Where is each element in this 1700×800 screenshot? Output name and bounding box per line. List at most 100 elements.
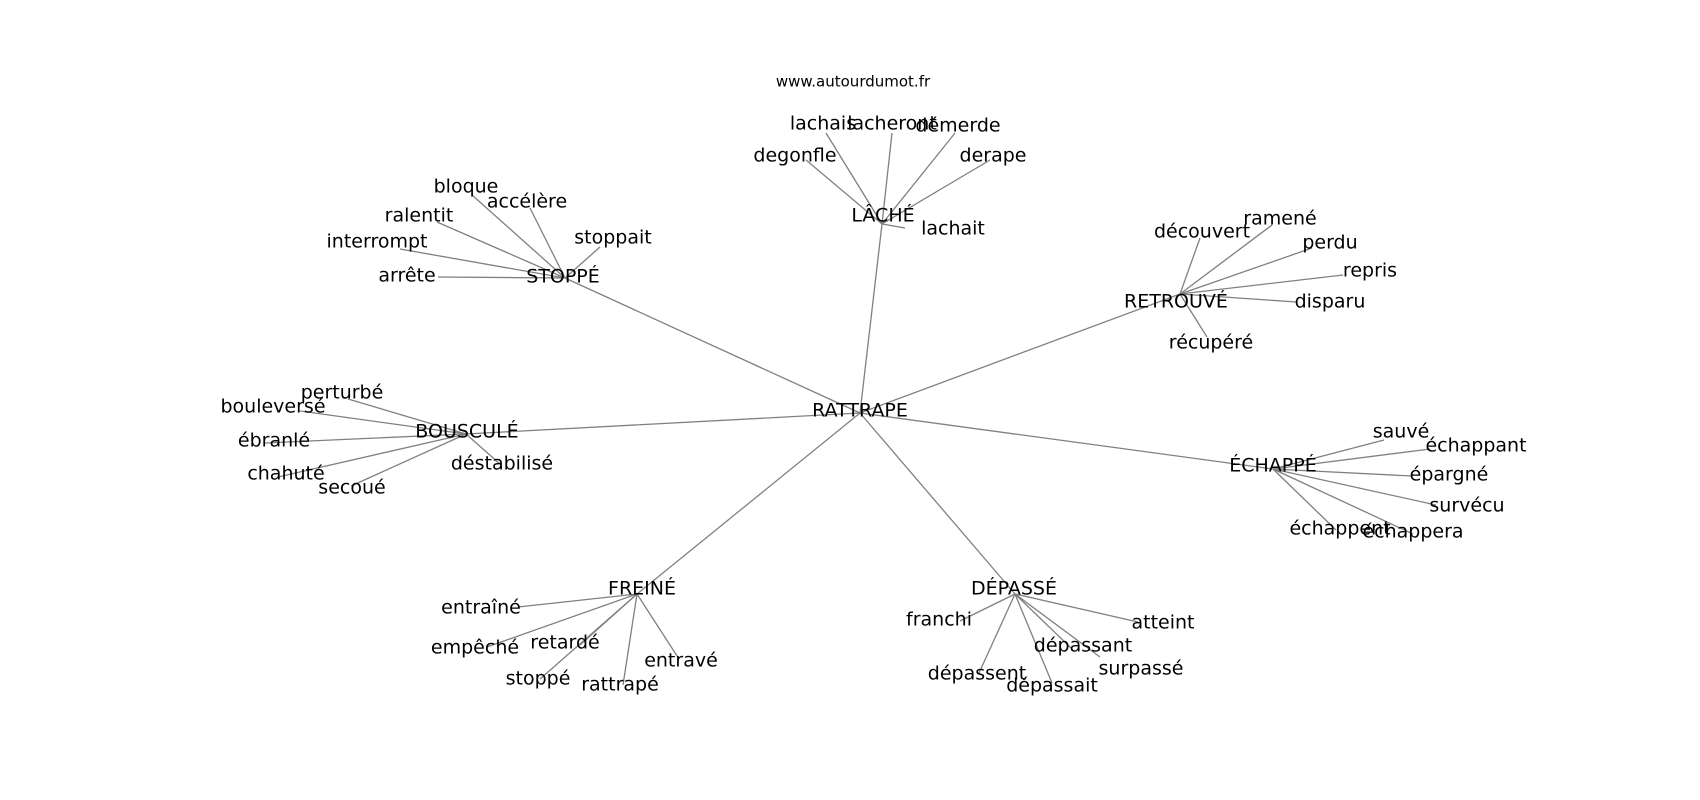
edge-hub-to-word	[471, 194, 566, 279]
word-node[interactable]: secoué	[318, 477, 385, 499]
edge-hub-to-word	[636, 593, 680, 660]
word-node[interactable]: lachait	[921, 218, 985, 240]
edge-hub-to-word	[1014, 593, 1139, 623]
edge-hub-to-word	[959, 593, 1016, 622]
word-node[interactable]: chahuté	[247, 463, 324, 485]
word-node[interactable]: déstabilisé	[451, 453, 553, 475]
word-node[interactable]: entraîné	[441, 597, 521, 619]
word-node[interactable]: arrête	[378, 265, 435, 287]
edge-hub-to-word	[264, 433, 467, 444]
word-node[interactable]: atteint	[1131, 612, 1194, 634]
word-node[interactable]: disparu	[1295, 291, 1366, 313]
word-node[interactable]: lachais	[790, 113, 856, 135]
edge-hub-to-word	[978, 593, 1016, 674]
edge-hub-to-word	[881, 159, 991, 225]
edge-hub-to-word	[1272, 468, 1337, 531]
edge-hub-to-word	[529, 207, 566, 279]
word-node[interactable]: ébranlé	[238, 430, 310, 452]
word-node[interactable]: lacheront	[847, 113, 937, 135]
edge-hub-to-word	[1014, 593, 1072, 649]
edge-hub-to-word	[1014, 593, 1101, 658]
word-node[interactable]: dépassant	[1034, 635, 1132, 657]
edge-center-to-hub	[859, 412, 1274, 470]
hub-word[interactable]: RETROUVÉ	[1124, 290, 1228, 313]
word-node[interactable]: franchi	[906, 609, 972, 631]
edge-hub-to-word	[399, 248, 566, 279]
word-node[interactable]: ramené	[1243, 208, 1316, 230]
hub-word[interactable]: LÂCHÉ	[851, 204, 914, 227]
word-node[interactable]: bloque	[434, 176, 499, 198]
edge-hub-to-word	[805, 159, 883, 225]
edge-hub-to-word	[881, 223, 906, 229]
edge-hub-to-word	[437, 276, 566, 279]
word-node[interactable]: découvert	[1154, 221, 1250, 243]
edge-hub-to-word	[825, 132, 883, 225]
word-node[interactable]: sauvé	[1373, 421, 1430, 443]
source-credit[interactable]: www.autourdumot.fr	[776, 73, 931, 91]
word-node[interactable]: degonfle	[753, 145, 836, 167]
word-node[interactable]: repris	[1343, 260, 1397, 282]
word-node[interactable]: retardé	[530, 632, 599, 654]
edge-hub-to-word	[465, 433, 501, 465]
edge-hub-to-word	[881, 132, 893, 225]
edge-hub-to-word	[622, 593, 638, 686]
word-node[interactable]: empêché	[431, 637, 519, 659]
edge-hub-to-word	[1272, 468, 1414, 535]
edge-hub-to-word	[486, 593, 638, 648]
word-node[interactable]: perdu	[1302, 232, 1357, 254]
hub-word[interactable]: ÉCHAPPÉ	[1229, 454, 1316, 477]
word-node[interactable]: surpassé	[1099, 658, 1184, 680]
word-node[interactable]: entravé	[644, 650, 718, 672]
edge-hub-to-word	[347, 398, 467, 435]
edge-center-to-hub	[859, 293, 1181, 414]
edge-hub-to-word	[1014, 593, 1053, 684]
edge-hub-to-word	[1272, 468, 1413, 477]
word-node[interactable]: rattrapé	[581, 674, 659, 696]
word-node[interactable]: dépassent	[928, 663, 1026, 685]
hub-word[interactable]: FREINÉ	[608, 577, 676, 600]
word-node[interactable]: stoppé	[506, 668, 571, 690]
word-node[interactable]: dépassait	[1006, 675, 1098, 697]
edge-hub-to-word	[1179, 224, 1273, 295]
word-node[interactable]: récupéré	[1169, 332, 1253, 354]
edge-hub-to-word	[1179, 247, 1313, 295]
word-node[interactable]: démerde	[915, 115, 1000, 137]
edge-hub-to-word	[1272, 448, 1431, 470]
word-node[interactable]: accélère	[487, 191, 567, 213]
labels-layer: www.autourdumot.fr lachaislacherontdémer…	[220, 73, 1526, 697]
edge-center-to-hub	[859, 223, 883, 414]
hub-word[interactable]: DÉPASSÉ	[971, 577, 1057, 600]
edge-hub-to-word	[350, 433, 467, 487]
word-node[interactable]: stoppait	[574, 227, 651, 249]
edge-hub-to-word	[564, 246, 601, 279]
edge-hub-to-word	[277, 433, 467, 478]
hub-word[interactable]: STOPPÉ	[526, 265, 600, 288]
word-node[interactable]: perturbé	[301, 382, 384, 404]
edge-hub-to-word	[1179, 293, 1208, 338]
center-word[interactable]: RATTRAPE	[812, 400, 908, 422]
word-node[interactable]: derape	[960, 145, 1027, 167]
edge-center-to-hub	[564, 277, 861, 414]
edge-hub-to-word	[1272, 439, 1385, 470]
word-node[interactable]: échappera	[1362, 521, 1463, 543]
edge-hub-to-word	[1179, 237, 1201, 295]
edge-center-to-hub	[465, 412, 861, 435]
hub-word[interactable]: BOUSCULÉ	[415, 420, 518, 443]
word-node[interactable]: bouleversé	[220, 396, 325, 418]
edge-hub-to-word	[517, 593, 638, 608]
word-node[interactable]: interrompt	[327, 231, 428, 253]
word-node[interactable]: ralentit	[385, 205, 454, 227]
edge-hub-to-word	[881, 132, 956, 225]
edge-hub-to-word	[1272, 468, 1437, 506]
word-node[interactable]: épargné	[1410, 464, 1489, 486]
edge-center-to-hub	[636, 412, 861, 595]
edge-hub-to-word	[539, 593, 638, 680]
edge-hub-to-word	[1179, 293, 1297, 303]
edge-hub-to-word	[436, 221, 566, 279]
edge-center-to-hub	[859, 412, 1016, 595]
word-node[interactable]: échappant	[1425, 435, 1526, 457]
edge-hub-to-word	[1179, 274, 1344, 295]
word-node[interactable]: survécu	[1429, 495, 1504, 517]
word-node[interactable]: échappent	[1289, 518, 1390, 540]
